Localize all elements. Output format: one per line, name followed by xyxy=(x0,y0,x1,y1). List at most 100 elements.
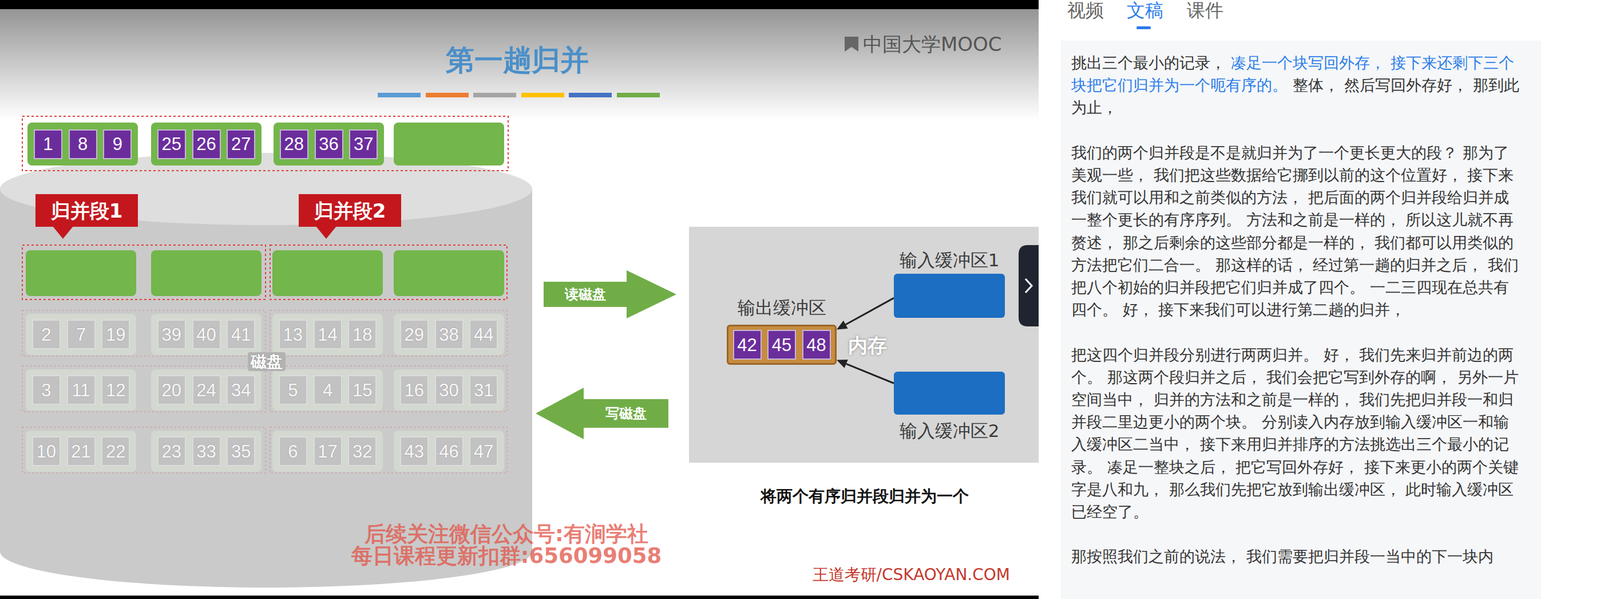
arrow-label: 写磁盘 xyxy=(605,405,647,422)
record-key-box: 37 xyxy=(349,129,378,160)
run-block-faded: 61732 xyxy=(272,430,383,472)
record-key-box-faded: 41 xyxy=(226,319,256,350)
run-label: 归并段1 xyxy=(50,200,124,221)
record-key-box-faded: 6 xyxy=(278,436,308,466)
record-key-box-faded: 30 xyxy=(434,374,464,405)
watermark-wrap: 后续关注微信公众号:有涧学社 xyxy=(248,523,764,545)
transcript-paragraph: 把这四个归并段分别进行两两归并。 好， 我们先来归并前边的两个。 那这两个段归并… xyxy=(1071,343,1524,524)
record-key: 20 xyxy=(161,381,182,399)
run-callout: 归并段1 xyxy=(35,193,138,227)
record-key-box-faded: 15 xyxy=(347,374,377,405)
callout-pointer-shape xyxy=(315,226,337,239)
record-key: 19 xyxy=(105,325,126,344)
side-tab xyxy=(1018,244,1039,327)
record-key: 9 xyxy=(112,135,123,153)
record-key: 47 xyxy=(473,442,494,461)
record-key: 27 xyxy=(231,135,251,153)
record-key-box: 25 xyxy=(157,129,186,160)
record-key: 7 xyxy=(76,325,86,344)
connector-arrow xyxy=(836,297,894,330)
record-key: 12 xyxy=(105,381,126,399)
tab-label-active: 文稿 xyxy=(1126,0,1164,22)
group-frame-faded xyxy=(270,365,508,412)
disk-body xyxy=(0,188,533,552)
slide-caption: 将两个有序归并段归并为一个 xyxy=(760,486,969,506)
record-key-box-faded: 23 xyxy=(157,436,186,466)
record-key-box-faded: 3 xyxy=(32,374,61,405)
arrow-label-wrap: 读磁盘 xyxy=(543,286,627,302)
input-buffer: 输入缓冲区1 xyxy=(893,273,1005,318)
empty-block xyxy=(393,250,505,296)
video-top-bar xyxy=(0,0,1039,10)
record-key: 31 xyxy=(473,381,494,399)
record-key: 39 xyxy=(161,325,182,344)
record-key: 36 xyxy=(318,135,339,153)
watermark: 后续关注微信公众号:有涧学社 xyxy=(364,521,649,546)
run-label: 归并段2 xyxy=(314,200,387,221)
panel-strip xyxy=(1018,226,1039,463)
read-arrow: 读磁盘 xyxy=(543,270,677,319)
run-block-faded: 27 19 xyxy=(25,313,137,355)
record-key-box-faded: 17 xyxy=(313,436,343,466)
tab-wrap: 课件 xyxy=(1186,1,1245,20)
record-key-box-faded: 31 xyxy=(469,374,498,405)
empty-block xyxy=(25,250,137,296)
record-key-box-faded: 2 xyxy=(32,319,61,350)
run-block-faded: 434647 xyxy=(393,430,505,472)
record-key: 24 xyxy=(196,381,216,399)
record-key-box-faded: 18 xyxy=(347,319,377,350)
run-block: 189 xyxy=(27,122,138,166)
title-wrap: 第一趟归并 xyxy=(288,45,747,75)
write-arrow: 写磁盘 xyxy=(535,387,669,439)
record-key-box-faded: 40 xyxy=(192,319,221,350)
watermark: 每日课程更新扣群:656099058 xyxy=(351,543,663,568)
run-block-faded: 3 11 12 xyxy=(25,369,137,411)
record-key-box: 27 xyxy=(226,129,256,160)
record-key-box-faded: 4 xyxy=(313,374,343,405)
connector-line xyxy=(846,363,894,383)
run-block: 283637 xyxy=(273,122,384,166)
memory-label: 内存 xyxy=(848,333,887,357)
group-frame-faded xyxy=(270,426,508,473)
transcript-text: 我们的两个归并段是不是就归并为了一个更长更大的段？ 那为了美观一些， 我们把这些… xyxy=(1071,143,1519,319)
arrow-body xyxy=(535,387,669,439)
color-bar xyxy=(568,92,612,98)
record-key-box: 9 xyxy=(103,129,132,160)
color-bar xyxy=(377,92,421,98)
run-block-faded: 163031 xyxy=(393,369,505,411)
transcript-paragraph: 那按照我们之前的说法， 我们需要把归并段一当中的下一块内 xyxy=(1071,544,1524,568)
record-key-box-faded: 29 xyxy=(400,319,429,350)
record-key: 1 xyxy=(42,135,53,153)
color-bar xyxy=(521,92,565,98)
record-key: 26 xyxy=(196,135,216,153)
arrow-body xyxy=(543,270,677,319)
arrow-head xyxy=(836,320,849,330)
record-key-box-faded: 33 xyxy=(192,436,221,466)
buffer-heading-wrap: 输入缓冲区2 xyxy=(870,421,1028,441)
run-block-faded: 233335 xyxy=(151,430,262,472)
transcript-text: 挑出三个最小的记录， xyxy=(1071,53,1226,72)
logo-wrap: 中国大学MOOC xyxy=(862,34,1092,54)
record-key: 45 xyxy=(771,335,792,354)
record-key: 33 xyxy=(196,442,216,461)
record-key: 4 xyxy=(322,381,333,399)
record-key: 44 xyxy=(473,325,494,344)
group-frame xyxy=(270,244,508,300)
record-key-box-faded: 39 xyxy=(157,319,186,350)
record-key-box-faded: 20 xyxy=(157,374,186,405)
record-key: 15 xyxy=(352,381,372,399)
record-key: 11 xyxy=(71,381,90,399)
run-block-faded: 5415 xyxy=(272,369,383,411)
transcript-text: 那按照我们之前的说法， 我们需要把归并段一当中的下一块内 xyxy=(1071,547,1494,565)
run-block-faded: 20 24 34 xyxy=(151,369,262,411)
slide-title: 第一趟归并 xyxy=(445,43,589,77)
record-key-box-faded: 14 xyxy=(313,319,343,350)
tab-label: 课件 xyxy=(1186,0,1224,22)
record-key: 34 xyxy=(231,381,251,399)
logo-icon xyxy=(844,36,859,52)
record-key: 38 xyxy=(438,325,459,344)
arrow-label: 读磁盘 xyxy=(564,286,607,303)
logo-text: 中国大学MOOC xyxy=(862,32,1003,56)
arrow-label-wrap: 写磁盘 xyxy=(583,405,669,421)
